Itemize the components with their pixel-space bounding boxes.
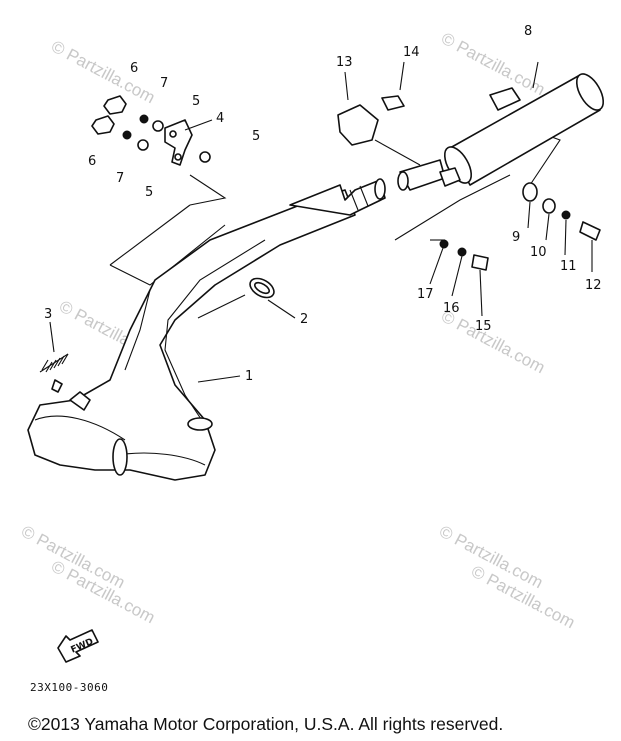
guide-line xyxy=(109,204,191,266)
silencer-part[interactable] xyxy=(397,70,609,191)
callout-6: 6 xyxy=(130,61,138,76)
leader-line xyxy=(267,299,296,319)
bracket-hardware[interactable] xyxy=(91,95,211,166)
nut-part-5a xyxy=(152,120,164,132)
leader-line xyxy=(451,255,463,297)
leader-line xyxy=(479,269,483,317)
exhaust-pipe-body xyxy=(27,189,356,481)
spring-axis xyxy=(39,353,69,373)
forward-arrow-icon: FWD xyxy=(57,629,99,663)
bolt-part-6b xyxy=(91,115,115,135)
silencer-endcap xyxy=(575,73,605,111)
silencer-hardware-right[interactable] xyxy=(522,182,601,241)
watermark: © Partzilla.com xyxy=(438,29,548,100)
leader-line xyxy=(184,119,213,131)
guide-line xyxy=(189,174,227,206)
leader-line xyxy=(564,219,567,256)
silencer-inlet-opening xyxy=(397,171,409,191)
mount-tab xyxy=(187,417,213,431)
leader-line xyxy=(527,201,531,229)
bracket-hole xyxy=(169,130,177,138)
callout-12: 12 xyxy=(585,278,602,293)
spigot-ring xyxy=(359,185,369,207)
bolt-part-15 xyxy=(471,254,489,271)
nut-part-5c xyxy=(199,151,211,163)
silencer-hardware-lower[interactable] xyxy=(439,239,489,271)
clamp-part-13 xyxy=(337,104,379,146)
callout-7: 7 xyxy=(116,171,124,186)
spring-part[interactable] xyxy=(39,353,69,373)
washer-part-16 xyxy=(457,247,467,257)
bolt-part-12 xyxy=(579,221,601,241)
washer-part-7a xyxy=(139,114,149,124)
bracket-hole xyxy=(174,153,182,161)
grommet-part-9 xyxy=(522,182,538,202)
spigot-ring xyxy=(349,189,359,211)
guide-line xyxy=(394,174,511,241)
forward-arrow-shape xyxy=(57,629,99,663)
callout-13: 13 xyxy=(336,55,353,70)
callout-16: 16 xyxy=(443,301,460,316)
leader-line xyxy=(532,61,539,89)
callout-6: 6 xyxy=(88,154,96,169)
silencer-clamp xyxy=(439,167,461,187)
callout-5: 5 xyxy=(252,129,260,144)
callout-5: 5 xyxy=(145,185,153,200)
callout-8: 8 xyxy=(524,24,532,39)
clamp-hardware[interactable] xyxy=(337,95,405,146)
callout-11: 11 xyxy=(560,259,577,274)
exhaust-pipe-part[interactable] xyxy=(27,178,386,481)
callout-5: 5 xyxy=(192,94,200,109)
collar-part-10 xyxy=(542,198,556,214)
callout-7: 7 xyxy=(160,76,168,91)
gasket-part[interactable] xyxy=(247,275,278,302)
leader-line xyxy=(399,61,405,91)
leader-line xyxy=(545,213,550,241)
callout-4: 4 xyxy=(216,111,224,126)
leader-line xyxy=(344,71,349,101)
spring-coils xyxy=(41,353,69,373)
washer-part-17 xyxy=(439,239,449,249)
guide-line xyxy=(197,294,246,319)
spring-hook xyxy=(69,391,91,411)
callout-3: 3 xyxy=(44,307,52,322)
exhaust-pipe-collar xyxy=(112,438,128,476)
callout-10: 10 xyxy=(530,245,547,260)
leader-line xyxy=(49,321,55,353)
callout-2: 2 xyxy=(300,312,308,327)
diagram-code: 23X100-3060 xyxy=(30,681,109,694)
callout-layer: 1 2 3 4 5 5 5 6 6 7 7 8 9 10 11 12 13 14… xyxy=(44,24,602,384)
watermark: © Partzilla.com xyxy=(48,37,158,108)
callout-14: 14 xyxy=(403,45,420,60)
bolt-part-6a xyxy=(103,95,127,115)
nut-part-5b xyxy=(137,139,149,151)
exhaust-pipe-outlet xyxy=(374,178,386,200)
exhaust-pipe-contour xyxy=(124,239,266,426)
guide-line xyxy=(374,139,421,166)
leader-lines xyxy=(49,61,593,383)
callout-17: 17 xyxy=(417,287,434,302)
leader-line xyxy=(429,247,444,285)
callout-1: 1 xyxy=(245,369,253,384)
leader-line xyxy=(197,375,241,383)
spring-hook xyxy=(51,379,63,393)
guide-line xyxy=(109,224,226,286)
copyright-notice: ©2013 Yamaha Motor Corporation, U.S.A. A… xyxy=(28,714,504,734)
callout-9: 9 xyxy=(512,230,520,245)
washer-part-11 xyxy=(561,210,571,220)
watermark: © Partzilla.com xyxy=(438,307,548,378)
bolt-part-14 xyxy=(381,95,405,111)
callout-15: 15 xyxy=(475,319,492,334)
gasket-hole xyxy=(253,281,271,295)
washer-part-7b xyxy=(122,130,132,140)
silencer-bracket xyxy=(489,87,521,111)
